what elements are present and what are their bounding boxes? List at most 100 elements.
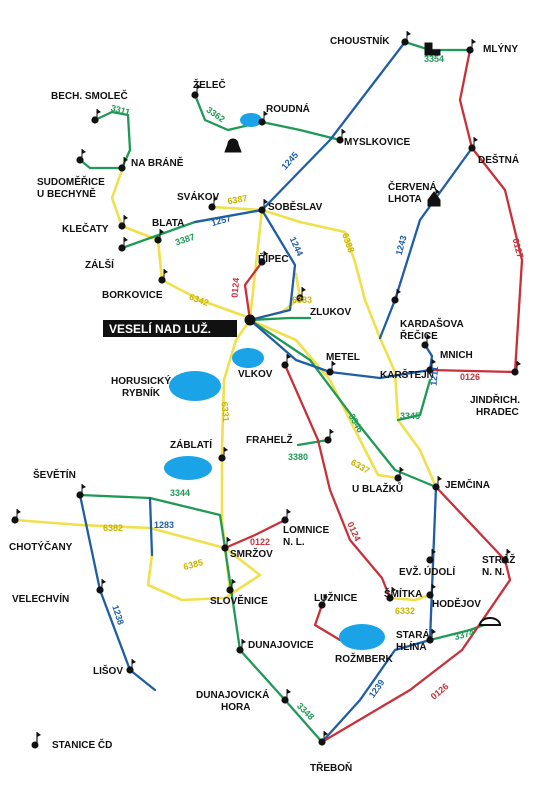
station-slovenice[interactable] [226, 579, 236, 594]
castle-symbol-choustnik [424, 42, 441, 56]
station-borkovice[interactable] [158, 269, 168, 284]
hub-veseli[interactable]: VESELÍ NAD LUŽ. [103, 314, 256, 338]
station-vlkov[interactable] [281, 354, 291, 369]
label-stara: STARÁ [396, 628, 430, 641]
line-1245 [260, 40, 407, 212]
lake-rozmberk [339, 624, 385, 650]
station-dot [208, 203, 216, 211]
line-metel-blazku [248, 318, 400, 480]
route-3354: 3354 [424, 54, 444, 64]
label-blata: BLATA [152, 218, 184, 229]
station-kardasova-recice[interactable] [391, 289, 401, 304]
route-0122: 0122 [250, 537, 270, 547]
station-zlukov[interactable] [296, 287, 306, 302]
station-sudomerice[interactable] [76, 149, 86, 164]
station-bech-smolec[interactable] [91, 109, 101, 124]
station-dot [218, 454, 226, 462]
station-cervena-lhota[interactable] [430, 189, 440, 204]
station-zalsi[interactable] [118, 237, 128, 252]
station-roudna[interactable] [258, 111, 268, 126]
label-u-blazku: U BLAŽKŮ [352, 481, 403, 495]
station-frahelz[interactable] [324, 429, 334, 444]
station-dot [430, 196, 438, 204]
station-myslkovice[interactable] [336, 129, 346, 144]
line-1211 [423, 343, 434, 372]
line-3354 [403, 40, 472, 52]
station-mlyny[interactable] [466, 39, 476, 54]
label-rozmberk: ROŽMBERK [335, 652, 394, 665]
label-hodejov: HODĚJOV [432, 597, 481, 610]
hub-label: VESELÍ NAD LUŽ. [109, 321, 211, 336]
station-chotycany[interactable] [11, 509, 21, 524]
station-hodejov[interactable] [426, 584, 436, 599]
station-na-brane[interactable] [118, 157, 128, 172]
route-1239: 1239 [367, 678, 387, 700]
station-zablati[interactable] [218, 447, 228, 462]
station-luznice[interactable] [318, 594, 328, 609]
label-sobeslav: SOBĚSLAV [268, 200, 323, 213]
station-evz-udoli[interactable] [426, 549, 436, 564]
station-stara-hlina[interactable] [426, 629, 436, 644]
line-luznice [313, 603, 342, 642]
station-sobeslav[interactable] [258, 199, 268, 214]
station-dot [426, 556, 434, 564]
station-flag-icon [472, 39, 476, 44]
label-frahelz: FRAHELŽ [246, 433, 293, 446]
station-velechvin[interactable] [96, 579, 106, 594]
station-metel[interactable] [326, 361, 336, 376]
station-smitka[interactable] [386, 587, 396, 602]
route-3380: 3380 [288, 452, 308, 462]
label-dunajovicka: DUNAJOVICKÁ [196, 688, 269, 701]
line-chotycany [13, 518, 227, 550]
station-zelec[interactable] [191, 84, 201, 99]
station-dot [76, 491, 84, 499]
label-sudomerice: SUDOMĚŘICE [37, 175, 105, 188]
line-3362 [193, 93, 342, 142]
label-hora: HORA [221, 702, 250, 713]
line-3345 [396, 378, 432, 422]
station-smrzov[interactable] [221, 537, 231, 552]
legend: STANICE ČD [31, 732, 112, 751]
station-jindrich-hradec[interactable] [511, 361, 521, 376]
label-svakov: SVÁKOV [177, 190, 220, 203]
label-zablati: ZÁBLATÍ [170, 438, 212, 451]
route-3311: 3311 [110, 103, 131, 118]
station-ripec[interactable] [258, 251, 268, 266]
station-dot [391, 296, 399, 304]
station-svakov[interactable] [208, 196, 218, 211]
station-klecaty[interactable] [118, 215, 128, 230]
station-dot [421, 341, 429, 349]
station-trebon[interactable] [318, 731, 328, 746]
station-flag-icon [224, 447, 228, 452]
station-mnich[interactable] [421, 334, 431, 349]
station-dot [281, 516, 289, 524]
label-nl: N. L. [283, 537, 305, 548]
route-1244: 1244 [288, 235, 306, 257]
station-straz[interactable] [501, 549, 511, 564]
station-dunajovicka-hora[interactable] [281, 689, 291, 704]
station-flag-icon [124, 215, 128, 220]
station-lomnice[interactable] [281, 509, 291, 524]
station-blata[interactable] [154, 229, 164, 244]
station-flag-icon [242, 639, 246, 644]
station-lisov[interactable] [126, 659, 136, 674]
station-jemcina[interactable] [432, 476, 442, 491]
station-dunajovice[interactable] [236, 639, 246, 654]
station-karstejn[interactable] [426, 359, 436, 374]
station-dot [394, 474, 402, 482]
station-dot [226, 586, 234, 594]
line-1238 [78, 493, 157, 692]
label-straz: STRÁŽ [482, 553, 515, 566]
station-dot [258, 258, 266, 266]
label-ripec: ŘÍPEC [258, 252, 289, 265]
station-flag-icon [397, 289, 401, 294]
station-sevetin[interactable] [76, 484, 86, 499]
station-destna[interactable] [468, 137, 478, 152]
station-dot [318, 601, 326, 609]
station-choustnik[interactable] [401, 31, 411, 46]
station-dot [118, 164, 126, 172]
route-1283: 1283 [154, 520, 174, 530]
station-dot [281, 361, 289, 369]
station-u-blazku[interactable] [394, 467, 404, 482]
station-dot [118, 244, 126, 252]
